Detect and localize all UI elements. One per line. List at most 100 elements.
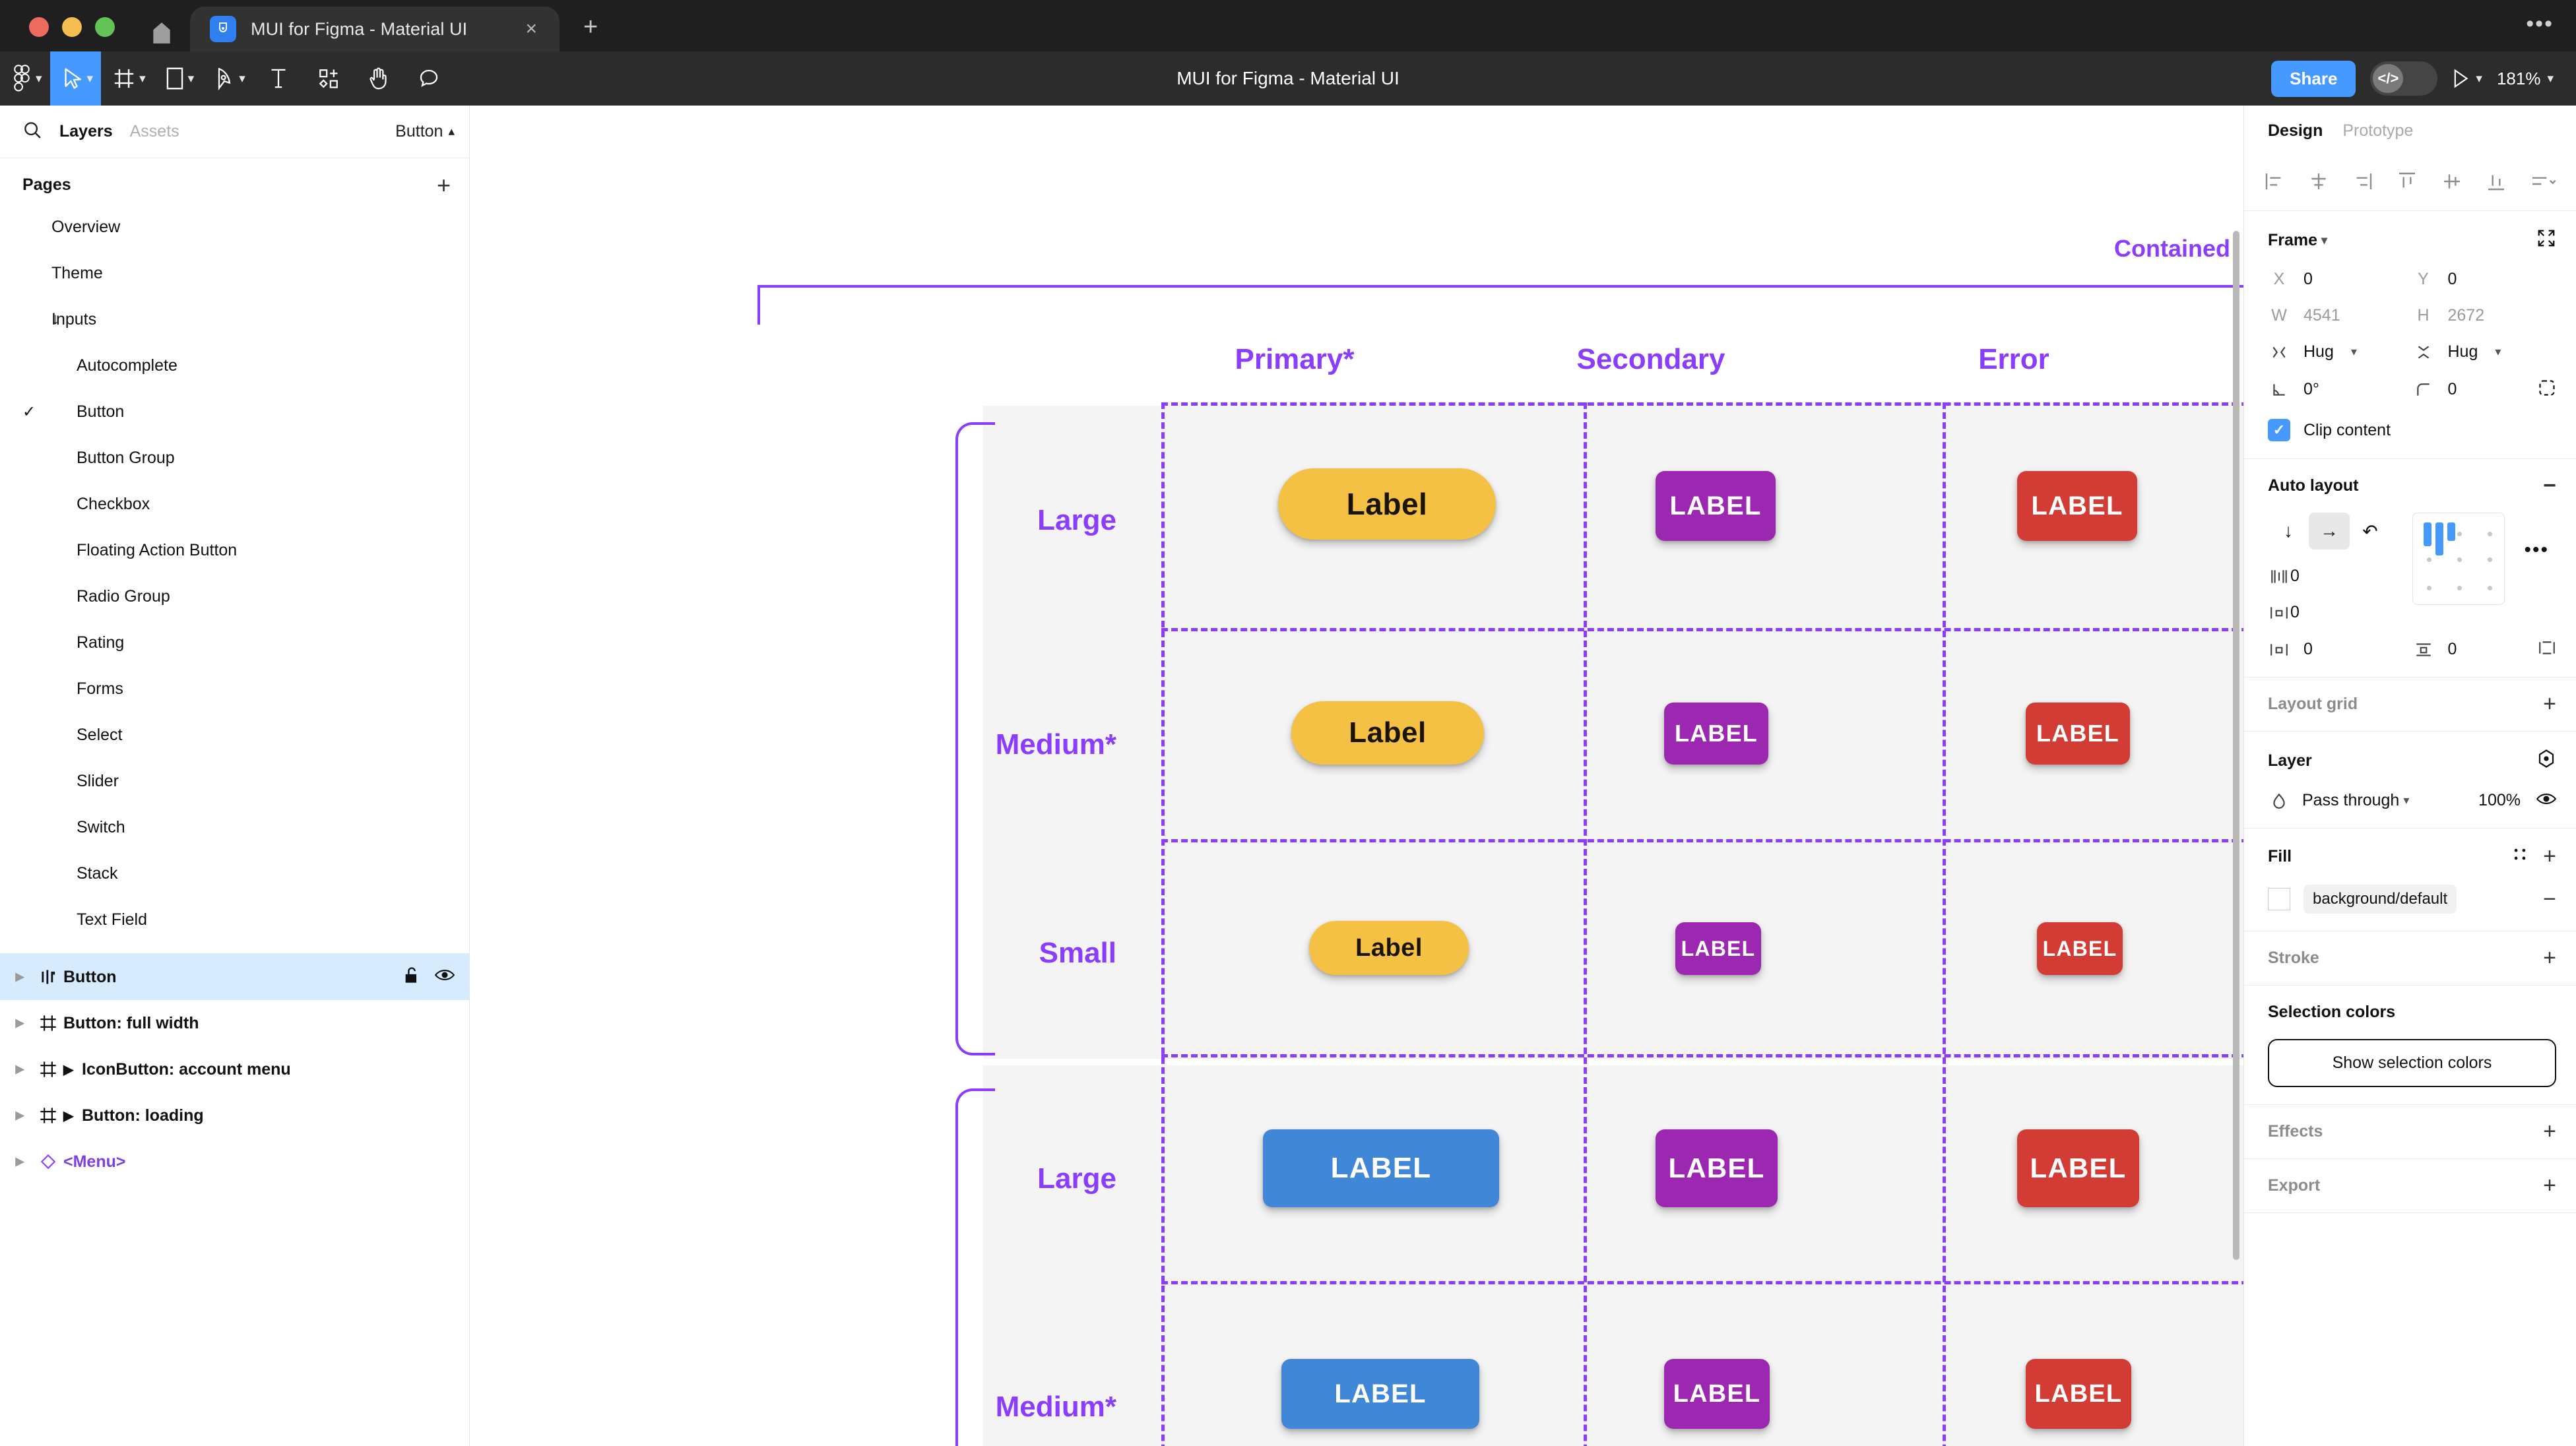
dev-mode-toggle[interactable]: </> [2370, 61, 2438, 96]
page-item-theme[interactable]: Theme [0, 250, 469, 296]
layer-row[interactable]: ▶Button [0, 954, 469, 1000]
remove-auto-layout-button[interactable]: − [2543, 473, 2556, 499]
expand-caret-icon[interactable]: ▶ [15, 1063, 24, 1075]
page-item-select[interactable]: Select [0, 712, 469, 758]
page-item-switch[interactable]: Switch [0, 804, 469, 850]
layer-settings-icon[interactable] [2536, 749, 2556, 773]
align-vertical-center-icon[interactable] [2441, 171, 2463, 195]
chevron-down-icon[interactable]: ▾ [2321, 234, 2328, 247]
padding-field[interactable]: 0 [2412, 639, 2557, 660]
browser-tab[interactable]: MUI for Figma - Material UI × [190, 7, 560, 51]
figma-menu-icon[interactable]: ▾ [0, 51, 50, 106]
button-error-large[interactable]: LABEL [2017, 471, 2137, 541]
page-item-overview[interactable]: Overview [0, 204, 469, 250]
shape-tool-icon[interactable]: ▾ [154, 51, 203, 106]
button-primary-large-2[interactable]: LABEL [1263, 1129, 1499, 1207]
rotation-field[interactable]: 0° [2268, 380, 2412, 399]
fill-color-swatch[interactable] [2268, 888, 2290, 910]
gap-field[interactable]: 0 [2268, 567, 2412, 586]
layer-row[interactable]: ▶Button: full width [0, 1000, 469, 1046]
button-secondary-medium-2[interactable]: LABEL [1664, 1359, 1770, 1429]
button-primary-medium[interactable]: Label [1291, 701, 1484, 765]
clip-content-checkbox[interactable]: ✓ Clip content [2268, 419, 2556, 441]
width-field[interactable]: W 4541 [2268, 306, 2412, 325]
present-button[interactable]: ▾ [2452, 69, 2482, 88]
align-bottom-icon[interactable] [2486, 171, 2507, 195]
fill-style-name[interactable]: background/default [2303, 885, 2457, 914]
align-right-icon[interactable] [2352, 171, 2373, 195]
add-layout-grid-button[interactable]: + [2543, 691, 2556, 716]
layer-row[interactable]: ▶▶IconButton: account menu [0, 1046, 469, 1092]
direction-horizontal-icon[interactable]: → [2309, 513, 2350, 550]
page-selector[interactable]: Button ▴ [395, 122, 455, 141]
page-item-radio-group[interactable]: Radio Group [0, 573, 469, 619]
visibility-eye-icon[interactable] [2536, 790, 2557, 811]
layer-row[interactable]: ▶<Menu> [0, 1139, 469, 1185]
distribute-menu-icon[interactable] [2530, 171, 2556, 195]
button-primary-large[interactable]: Label [1278, 468, 1496, 540]
text-tool-icon[interactable] [253, 51, 304, 106]
vertical-padding-field[interactable]: 0 [2268, 640, 2412, 659]
maximize-window-button[interactable] [95, 17, 115, 37]
page-item-button-group[interactable]: Button Group [0, 435, 469, 481]
components-tool-icon[interactable] [304, 51, 354, 106]
design-canvas[interactable]: Contained Primary* Secondary Error Warni… [470, 106, 2243, 1446]
horizontal-padding-field[interactable]: 0 [2268, 603, 2412, 622]
tab-layers[interactable]: Layers [59, 122, 113, 141]
add-stroke-button[interactable]: + [2543, 945, 2556, 970]
page-item-button[interactable]: ✓Button [0, 389, 469, 435]
frame-name-label[interactable]: Contained [2114, 235, 2230, 262]
expand-caret-icon[interactable]: ▶ [15, 970, 24, 983]
vertical-resizing-select[interactable]: Hug ▾ [2412, 342, 2557, 362]
tab-assets[interactable]: Assets [129, 122, 179, 141]
show-selection-colors-button[interactable]: Show selection colors [2268, 1039, 2556, 1087]
fill-styles-icon[interactable] [2511, 846, 2528, 867]
zoom-control[interactable]: 181% ▾ [2497, 69, 2554, 89]
add-page-button[interactable]: + [436, 171, 451, 199]
page-item-rating[interactable]: Rating [0, 619, 469, 666]
add-fill-button[interactable]: + [2543, 843, 2556, 869]
corner-radius-field[interactable]: 0 [2412, 379, 2557, 400]
page-item-autocomplete[interactable]: Autocomplete [0, 342, 469, 389]
page-item-text-field[interactable]: Text Field [0, 896, 469, 943]
new-tab-button[interactable]: + [583, 13, 598, 41]
unlock-icon[interactable] [403, 966, 420, 989]
button-primary-medium-2[interactable]: LABEL [1281, 1359, 1479, 1429]
expand-caret-icon[interactable]: ▶ [15, 1017, 24, 1029]
opacity-value[interactable]: 100% [2478, 791, 2521, 809]
page-item-inputs[interactable]: ↓Inputs [0, 296, 469, 342]
frame-tool-icon[interactable]: ▾ [101, 51, 154, 106]
move-tool-icon[interactable]: ▾ [49, 51, 102, 106]
expand-triangle-icon[interactable]: ▶ [63, 1062, 74, 1077]
horizontal-resizing-select[interactable]: Hug ▾ [2268, 342, 2412, 362]
height-field[interactable]: H 2672 [2412, 306, 2557, 325]
page-item-stack[interactable]: Stack [0, 850, 469, 896]
align-horizontal-center-icon[interactable] [2308, 171, 2329, 195]
button-error-small[interactable]: LABEL [2037, 922, 2123, 975]
button-primary-small[interactable]: Label [1309, 921, 1469, 975]
page-item-forms[interactable]: Forms [0, 666, 469, 712]
direction-wrap-icon[interactable]: ↶ [2362, 520, 2378, 542]
add-effect-button[interactable]: + [2543, 1118, 2556, 1144]
minimize-window-button[interactable] [62, 17, 82, 37]
fit-to-content-icon[interactable] [2536, 228, 2556, 253]
page-item-floating-action-button[interactable]: Floating Action Button [0, 527, 469, 573]
canvas-vertical-scrollbar[interactable] [2233, 231, 2239, 1260]
share-button[interactable]: Share [2271, 60, 2356, 97]
visibility-eye-icon[interactable] [434, 966, 455, 988]
expand-caret-icon[interactable]: ▶ [15, 1109, 24, 1121]
browser-menu-button[interactable]: ••• [2526, 11, 2554, 36]
pen-tool-icon[interactable]: ▾ [202, 51, 253, 106]
button-error-medium-2[interactable]: LABEL [2026, 1359, 2131, 1429]
independent-corners-icon[interactable] [2538, 379, 2556, 400]
direction-vertical-icon[interactable]: ↓ [2284, 520, 2293, 541]
page-item-slider[interactable]: Slider [0, 758, 469, 804]
alignment-pad[interactable] [2412, 513, 2505, 605]
button-secondary-medium[interactable]: LABEL [1664, 703, 1768, 765]
close-tab-button[interactable]: × [525, 18, 537, 40]
button-secondary-large-2[interactable]: LABEL [1656, 1129, 1778, 1207]
hand-tool-icon[interactable] [354, 51, 404, 106]
button-error-medium[interactable]: LABEL [2026, 703, 2130, 765]
comment-tool-icon[interactable] [404, 51, 454, 106]
tab-prototype[interactable]: Prototype [2342, 121, 2414, 140]
